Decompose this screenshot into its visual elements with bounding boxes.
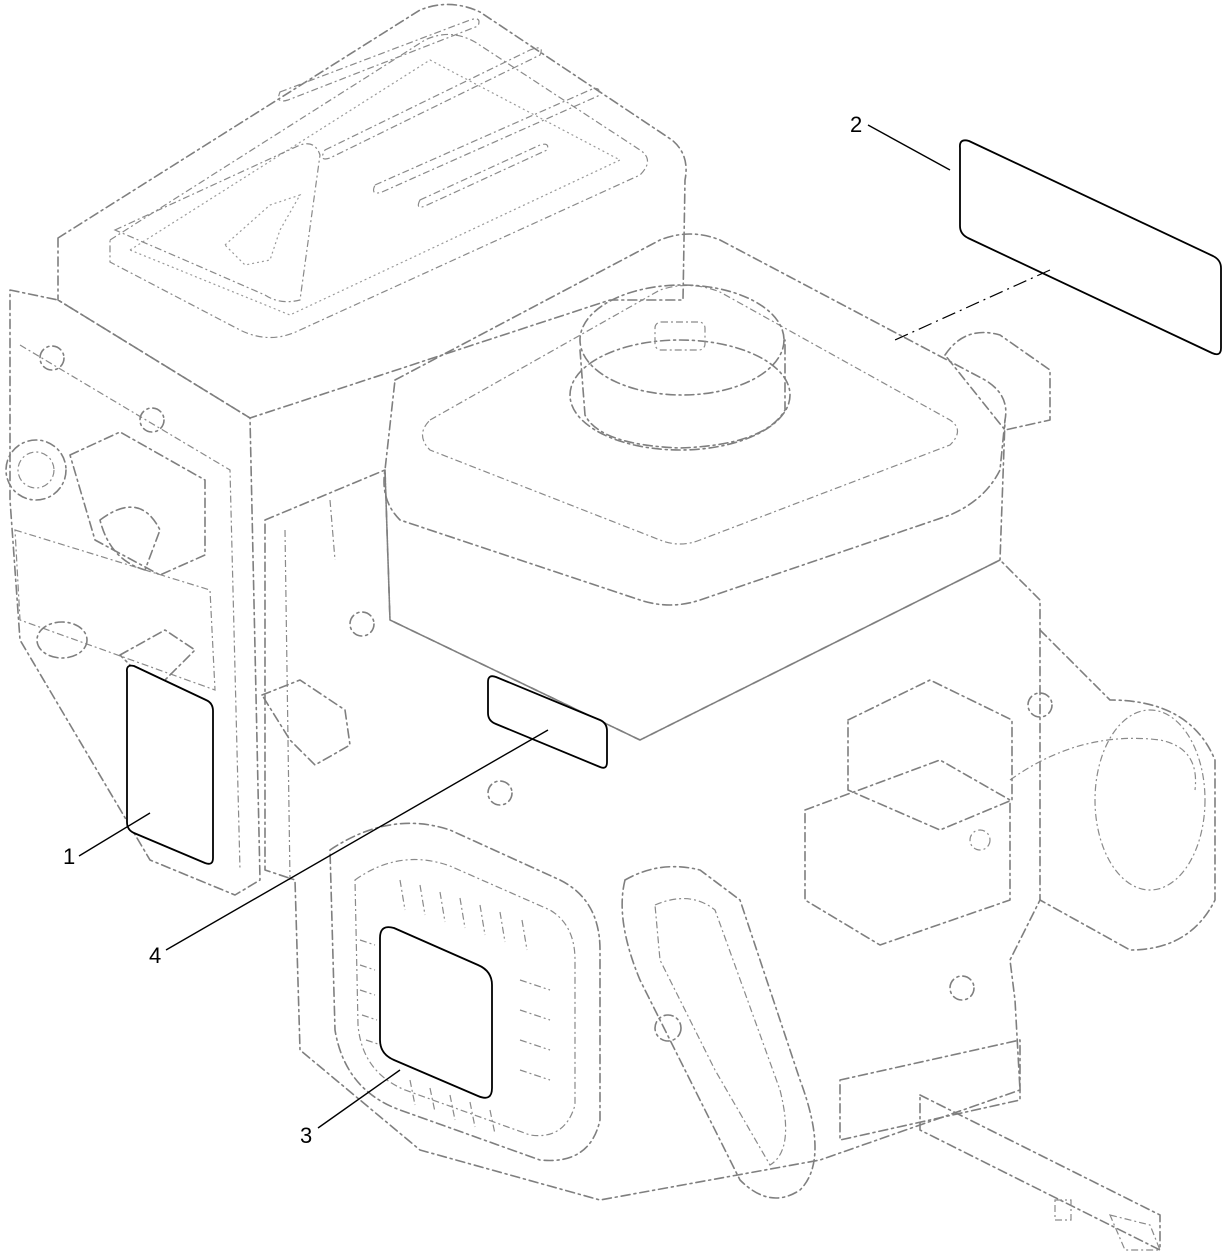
leader-4 <box>165 729 549 951</box>
oil-drain-knob <box>261 679 351 766</box>
block-bolt-2 <box>487 780 513 806</box>
callout-4: 4 <box>149 943 161 968</box>
starter-motor <box>1039 629 1216 951</box>
shroud-bolt-1 <box>39 345 65 371</box>
shroud-slot-3 <box>417 143 549 208</box>
choke-knob-inner <box>17 451 55 489</box>
control-box <box>804 759 1011 946</box>
throttle-lever <box>99 506 161 571</box>
engine-phantom <box>5 3 1216 1251</box>
shroud-bolt-2 <box>139 407 165 433</box>
crankshaft <box>919 1094 1161 1251</box>
shroud-side-inner <box>19 344 241 871</box>
shroud-slot-1 <box>321 47 542 160</box>
choke-knob <box>5 439 67 501</box>
spark-plug-boot <box>944 331 1051 431</box>
leader-1 <box>78 812 151 857</box>
block-bolt-4 <box>949 975 975 1001</box>
decal-1 <box>125 664 214 865</box>
leader-lines <box>78 124 1051 1129</box>
callout-3: 3 <box>300 1123 312 1148</box>
fuel-cap-top <box>579 284 785 396</box>
crankshaft-key <box>1054 1199 1072 1221</box>
recoil-handle-pivot <box>654 1014 682 1042</box>
fuel-tank-inner <box>421 284 959 545</box>
shroud-slot-2 <box>372 87 600 194</box>
shroud-logo-mark <box>224 193 302 266</box>
block-bolt-1 <box>349 611 375 637</box>
control-box-top <box>847 679 1013 831</box>
fuel-tank-side <box>384 419 1006 741</box>
shroud-top-emboss <box>128 59 622 316</box>
callout-2: 2 <box>850 112 862 137</box>
shroud-hole <box>36 621 88 659</box>
callout-1: 1 <box>63 844 75 869</box>
leader-2 <box>867 124 951 171</box>
decal-4 <box>487 675 608 769</box>
fuel-cap-body <box>579 339 786 449</box>
starter-wire <box>1009 737 1197 791</box>
recoil-vents <box>359 879 551 1135</box>
starter-end <box>1094 709 1206 891</box>
engine-block <box>264 469 1041 1201</box>
fuel-cap-symbol <box>654 321 706 351</box>
shroud-panel <box>14 529 216 691</box>
recoil-handle <box>621 865 816 1199</box>
shroud-slot-4 <box>278 18 480 102</box>
throttle-bracket <box>69 431 206 576</box>
decal-3 <box>379 926 493 1099</box>
recoil-housing <box>329 822 601 1162</box>
crankshaft-end <box>1108 1214 1161 1251</box>
fuel-cap-base <box>569 339 791 451</box>
callout-labels: 1 2 3 4 <box>63 112 862 1148</box>
leader-3 <box>317 1069 401 1129</box>
mount-plate <box>839 1039 1021 1141</box>
shroud-top <box>57 3 687 419</box>
shroud-side <box>9 289 261 896</box>
decal-2 <box>959 139 1222 356</box>
leader-2-projection <box>894 269 1051 341</box>
control-box-bolt <box>969 829 991 851</box>
recoil-housing-inner <box>354 858 576 1137</box>
shroud-logo <box>113 143 321 303</box>
block-bolt-3 <box>1027 692 1053 718</box>
shroud-top-inner <box>109 33 649 339</box>
fuel-tank-top <box>383 233 1007 606</box>
recoil-handle-inner <box>654 897 787 1166</box>
decals <box>125 139 1222 1099</box>
engine-block-edge <box>284 499 336 881</box>
